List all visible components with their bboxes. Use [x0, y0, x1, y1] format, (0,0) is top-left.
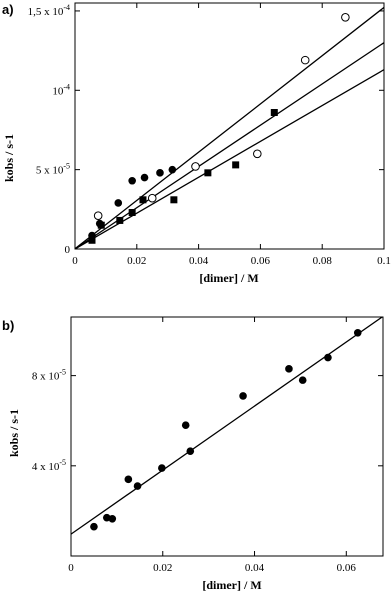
panel-b: b) 0 0.02 0.04 0.06 4 x 10-5 8 x 10-5 [dimer…: [2, 316, 384, 592]
panel-a-x-tick-label: 0.1: [377, 255, 391, 267]
panel-a-x-tick-label: 0: [72, 255, 78, 267]
panel-b-data-point-filled-circle: [108, 514, 117, 523]
panel-b-data-point-filled-circle: [90, 522, 98, 531]
panel-b-data-point-filled-circle: [324, 353, 332, 362]
panel-a-data-points: [88, 12, 350, 244]
panel-a-plot-frame: [74, 2, 385, 250]
panel-a-data-point-open-circle: [147, 193, 157, 203]
panel-b-y-axis: 4 x 10-5 8 x 10-5: [32, 368, 383, 473]
panel-b-x-tick-label: 0.02: [153, 562, 172, 574]
panel-a-data-point-filled-circle: [128, 176, 136, 185]
panel-b-data-points: [90, 328, 362, 531]
panel-b-data-point-filled-circle: [158, 464, 166, 472]
panel-a-x-tick-label: 0.08: [313, 255, 333, 267]
panel-a-data-point-filled-circle: [156, 169, 164, 177]
panel-a-data-point-open-circle: [253, 149, 262, 159]
panel-a-data-point-square: [97, 221, 105, 229]
panel-b-plot-frame: [70, 316, 384, 557]
panel-b-fit-lines: [71, 317, 383, 535]
panel-b-fit-line-1: [71, 317, 383, 535]
panel-a-x-tick-label: 0.02: [127, 255, 146, 267]
panel-a-data-point-open-circle: [341, 12, 350, 22]
panel-a-data-point-square: [139, 196, 147, 204]
panel-a-data-point-square: [116, 216, 124, 224]
panel-a-x-tick-label: 0.06: [251, 255, 271, 267]
panel-a-data-point-open-circle: [300, 55, 310, 65]
panel-a-y-tick-label: 10-4: [52, 82, 70, 97]
panel-a-data-point-square: [270, 109, 278, 117]
panel-a-data-point-square: [232, 161, 240, 169]
panel-b-y-tick-label: 4 x 10-5: [32, 458, 66, 473]
panel-a-x-tick-label: 0.04: [189, 255, 209, 267]
panel-b-x-axis-title: [dimer] / M: [202, 578, 261, 592]
panel-a-fit-line-3: [75, 69, 384, 249]
panel-b-y-tick-label: 8 x 10-5: [32, 368, 66, 383]
panel-a: a) 0 0.02 0.04 0.06 0.08 0.1 0 5 x 10-5 10-4 1,5…: [2, 2, 391, 285]
panel-a-data-point-square: [128, 208, 136, 216]
panel-b-x-tick-label: 0: [68, 562, 74, 574]
panel-a-data-point-filled-circle: [114, 199, 123, 207]
panel-a-y-axis: 0 5 x 10-5 10-4 1,5 x 10-4: [28, 3, 384, 256]
panel-b-x-axis: 0 0.02 0.04 0.06: [68, 317, 356, 574]
panel-a-data-point-filled-circle: [140, 173, 149, 182]
panel-a-label: a): [2, 2, 14, 17]
panel-a-data-point-filled-circle: [168, 165, 177, 174]
panel-a-data-point-square: [204, 169, 212, 177]
panel-b-data-point-filled-circle: [181, 421, 190, 430]
panel-b-data-point-filled-circle: [353, 328, 362, 337]
panel-a-y-axis-title: kobs / s-1: [2, 134, 16, 182]
panel-a-y-tick-label: 1,5 x 10-4: [28, 3, 70, 18]
panel-a-data-point-square: [170, 196, 178, 204]
panel-b-data-point-filled-circle: [298, 376, 307, 384]
panel-a-fit-line-1: [75, 6, 384, 249]
panel-b-x-tick-label: 0.06: [337, 562, 357, 574]
panel-a-fit-lines: [75, 6, 384, 249]
panel-a-x-axis: 0 0.02 0.04 0.06 0.08 0.1: [72, 3, 391, 267]
panel-b-data-point-filled-circle: [124, 475, 133, 484]
panel-a-data-point-square: [88, 236, 96, 244]
panel-a-y-tick-label: 0: [65, 244, 71, 256]
panel-a-data-point-open-circle: [191, 162, 200, 171]
panel-b-data-point-filled-circle: [133, 482, 142, 490]
panel-a-data-point-open-circle: [93, 211, 103, 220]
panel-b-data-point-filled-circle: [285, 365, 293, 373]
panel-a-fit-line-2: [75, 42, 384, 249]
panel-b-label: b): [2, 318, 14, 333]
panel-a-x-axis-title: [dimer] / M: [199, 271, 258, 285]
panel-b-data-point-filled-circle: [186, 447, 195, 455]
panel-b-data-point-filled-circle: [239, 392, 247, 400]
panel-a-y-tick-label: 5 x 10-5: [36, 162, 70, 177]
panel-b-x-tick-label: 0.04: [245, 562, 265, 574]
panel-b-y-axis-title: kobs / s-1: [7, 409, 21, 457]
